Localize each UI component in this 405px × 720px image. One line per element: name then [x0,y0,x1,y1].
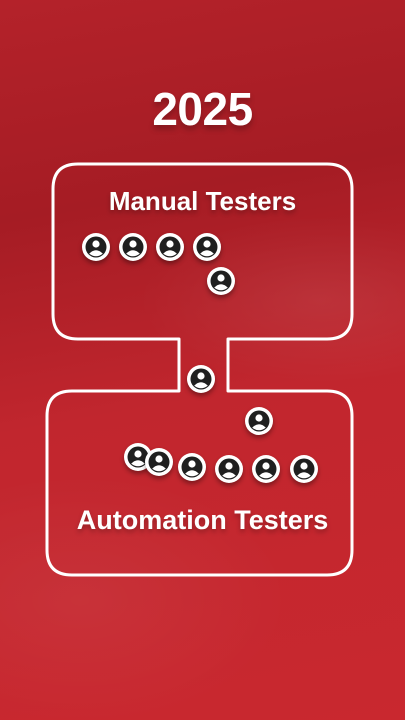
person-icon [207,267,235,295]
person-icon [82,233,110,261]
person-icon [245,407,273,435]
person-icon [178,453,206,481]
person-icon [119,233,147,261]
manual-testers-label: Manual Testers [108,186,297,216]
automation-testers-label: Automation Testers [76,505,329,535]
person-icon [252,455,280,483]
person-icon [145,448,173,476]
person-icon [290,455,318,483]
person-icon [156,233,184,261]
person-icon [193,233,221,261]
year-title: 2025 [152,83,253,135]
person-icon [215,455,243,483]
person-icon [187,365,215,393]
